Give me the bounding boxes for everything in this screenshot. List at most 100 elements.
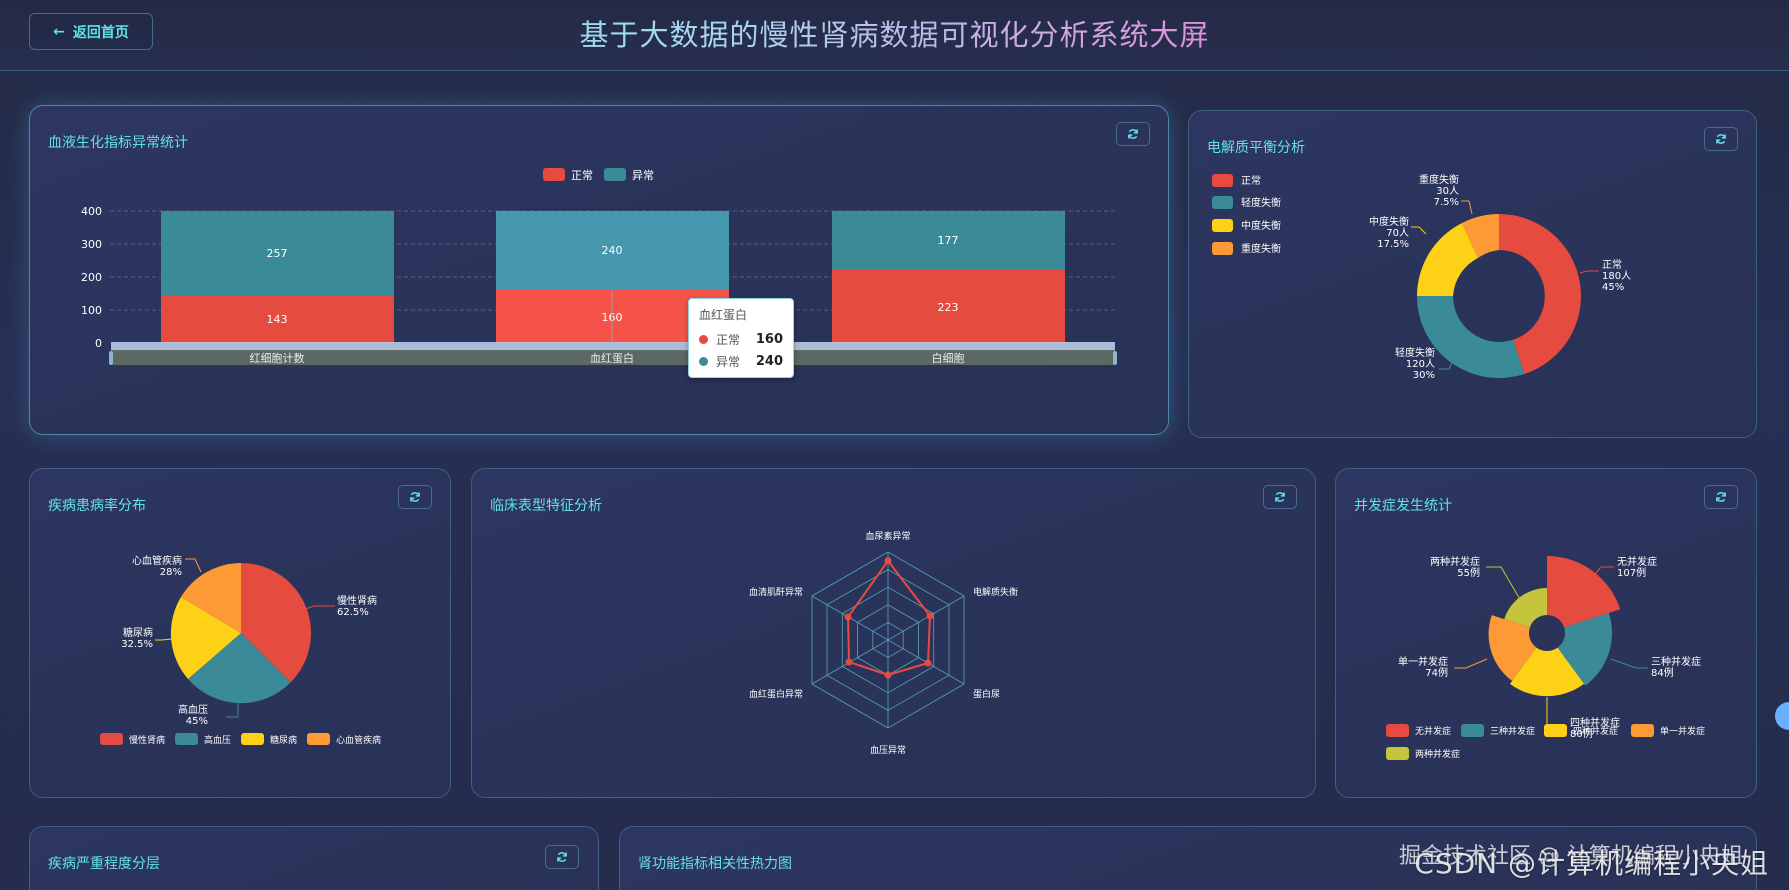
- card-title: 并发症发生统计: [1354, 498, 1452, 514]
- blood-chart-card: 血液生化指标异常统计 正常 异常 400 300 200 100 0: [29, 105, 1169, 435]
- svg-text:55例: 55例: [1457, 566, 1480, 579]
- header-bar: ← 返回首页 基于大数据的慢性肾病数据可视化分析系统大屏: [0, 0, 1789, 71]
- svg-text:0: 0: [95, 337, 102, 350]
- svg-text:异常: 异常: [632, 169, 654, 182]
- svg-text:单一并发症: 单一并发症: [1398, 655, 1448, 668]
- svg-text:重度失衡: 重度失衡: [1419, 173, 1459, 186]
- svg-text:心血管疾病: 心血管疾病: [132, 554, 182, 567]
- clinical-chart-card: 临床表型特征分析 血尿素异常 电解质失衡 蛋: [471, 468, 1316, 798]
- rose-slices[interactable]: [1488, 556, 1621, 697]
- refresh-icon: [410, 492, 420, 502]
- svg-text:143: 143: [267, 313, 288, 326]
- refresh-button[interactable]: [1116, 122, 1150, 146]
- svg-text:45%: 45%: [1602, 282, 1624, 293]
- svg-text:80例: 80例: [1570, 727, 1593, 740]
- teal-dot-icon: [699, 356, 708, 366]
- svg-text:30%: 30%: [1413, 370, 1435, 381]
- svg-text:257: 257: [267, 247, 288, 260]
- svg-text:中度失衡: 中度失衡: [1369, 215, 1409, 228]
- chart-tooltip: 血红蛋白 正常 160 异常 240: [688, 298, 794, 378]
- radar-chart[interactable]: 血尿素异常 电解质失衡 蛋白尿 血压异常 血红蛋白异常 血清肌酐异常: [472, 469, 1317, 799]
- svg-text:无并发症: 无并发症: [1415, 725, 1451, 737]
- svg-text:正常: 正常: [1241, 174, 1261, 187]
- svg-text:两种并发症: 两种并发症: [1415, 748, 1460, 760]
- svg-text:中度失衡: 中度失衡: [1241, 219, 1281, 232]
- svg-text:白细胞: 白细胞: [932, 351, 965, 365]
- svg-text:四种并发症: 四种并发症: [1573, 725, 1618, 737]
- svg-text:7.5%: 7.5%: [1434, 197, 1459, 208]
- svg-text:100: 100: [81, 304, 102, 317]
- slider-handle-left[interactable]: [109, 351, 113, 365]
- bar-group-rbc[interactable]: 257 143: [161, 211, 394, 343]
- slider-handle-right[interactable]: [1113, 351, 1117, 365]
- x-axis: 红细胞计数 血红蛋白 白细胞: [250, 351, 965, 365]
- chart-legend[interactable]: 无并发症 三种并发症 四种并发症 单一并发症 两种并发症: [1386, 724, 1705, 760]
- refresh-icon: [1275, 492, 1285, 502]
- refresh-icon: [1716, 134, 1726, 144]
- chart-legend[interactable]: 正常 轻度失衡 中度失衡 重度失衡: [1212, 174, 1281, 255]
- datazoom-slider[interactable]: [109, 342, 1117, 365]
- watermark-csdn: CSDN @计算机编程小央姐: [1414, 847, 1769, 880]
- svg-text:三种并发症: 三种并发症: [1651, 655, 1701, 668]
- chart-legend[interactable]: 正常 异常: [543, 168, 654, 182]
- svg-text:蛋白尿: 蛋白尿: [973, 688, 1000, 700]
- svg-text:120人: 120人: [1406, 358, 1435, 370]
- refresh-button[interactable]: [545, 845, 579, 869]
- svg-text:17.5%: 17.5%: [1377, 239, 1409, 250]
- svg-text:正常: 正常: [1602, 258, 1622, 271]
- svg-text:四种并发症: 四种并发症: [1570, 716, 1620, 729]
- donut-slices[interactable]: [1417, 214, 1582, 379]
- card-title: 血液生化指标异常统计: [48, 135, 188, 151]
- svg-text:223: 223: [938, 301, 959, 314]
- svg-text:30人: 30人: [1436, 185, 1459, 197]
- radar-grid: [811, 551, 965, 729]
- refresh-button[interactable]: [1263, 485, 1297, 509]
- svg-text:高血压: 高血压: [178, 703, 208, 716]
- svg-text:单一并发症: 单一并发症: [1660, 725, 1705, 737]
- svg-text:电解质失衡: 电解质失衡: [973, 586, 1018, 598]
- tooltip-row: 正常 160: [699, 328, 783, 350]
- pie-slices[interactable]: [170, 563, 312, 704]
- svg-text:400: 400: [81, 205, 102, 218]
- card-title: 肾功能指标相关性热力图: [638, 856, 792, 872]
- svg-text:轻度失衡: 轻度失衡: [1395, 346, 1435, 359]
- card-title: 临床表型特征分析: [490, 498, 602, 514]
- svg-text:两种并发症: 两种并发症: [1430, 555, 1480, 568]
- card-title: 疾病严重程度分层: [48, 856, 160, 872]
- arrow-left-icon: ←: [53, 24, 65, 40]
- floating-side-button[interactable]: [1775, 702, 1789, 730]
- radar-series[interactable]: [844, 557, 934, 679]
- svg-text:200: 200: [81, 271, 102, 284]
- svg-text:心血管疾病: 心血管疾病: [336, 734, 381, 746]
- refresh-button[interactable]: [398, 485, 432, 509]
- back-home-label: 返回首页: [73, 22, 129, 42]
- card-title: 疾病患病率分布: [48, 498, 146, 514]
- stacked-bar-chart[interactable]: 正常 异常 400 300 200 100 0 257 143 2: [30, 106, 1170, 436]
- severity-chart-card: 疾病严重程度分层: [29, 826, 599, 890]
- svg-text:62.5%: 62.5%: [337, 607, 369, 618]
- svg-text:三种并发症: 三种并发症: [1490, 725, 1535, 737]
- refresh-button[interactable]: [1704, 127, 1738, 151]
- svg-text:血尿素异常: 血尿素异常: [865, 530, 910, 542]
- red-dot-icon: [699, 334, 708, 344]
- bar-group-wbc[interactable]: 177 223: [832, 211, 1065, 343]
- svg-text:糖尿病: 糖尿病: [123, 626, 153, 639]
- svg-text:180人: 180人: [1602, 270, 1631, 282]
- card-title: 电解质平衡分析: [1207, 140, 1305, 156]
- svg-text:慢性肾病: 慢性肾病: [337, 594, 377, 607]
- svg-text:血红蛋白: 血红蛋白: [590, 351, 634, 365]
- back-home-button[interactable]: ← 返回首页: [29, 13, 153, 50]
- refresh-button[interactable]: [1704, 485, 1738, 509]
- svg-text:70人: 70人: [1386, 227, 1409, 239]
- svg-text:45%: 45%: [186, 716, 208, 727]
- page-title: 基于大数据的慢性肾病数据可视化分析系统大屏: [0, 12, 1789, 54]
- chart-legend[interactable]: 慢性肾病 高血压 糖尿病 心血管疾病: [100, 733, 381, 746]
